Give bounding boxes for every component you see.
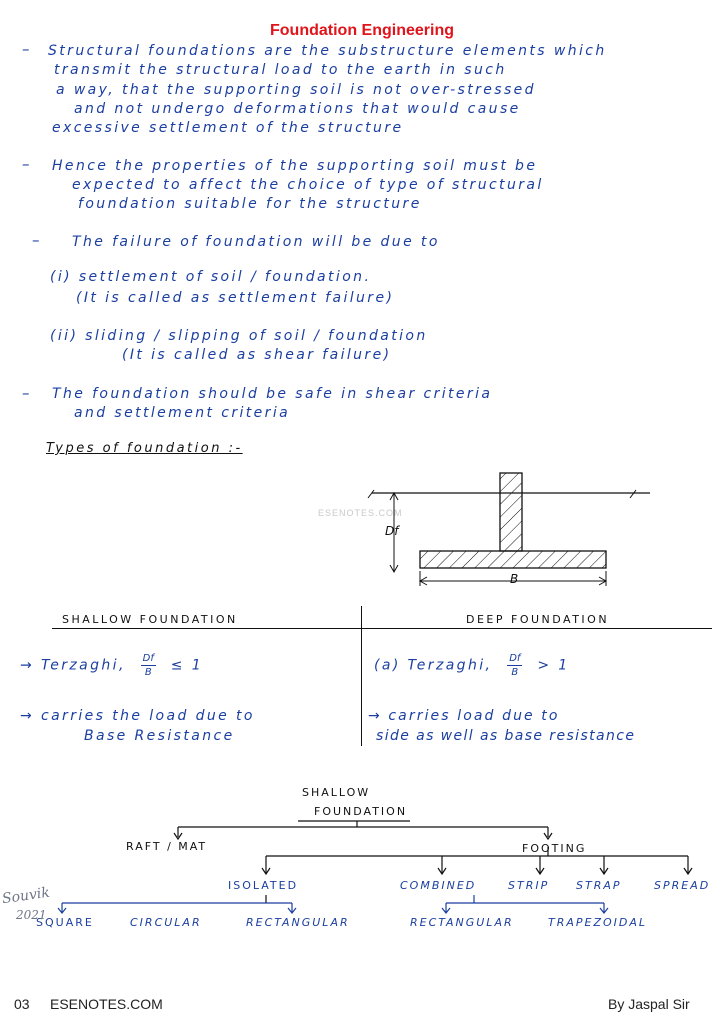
deep-carries-2: side as well as base resistance xyxy=(376,728,636,744)
ratio-denominator: B xyxy=(511,667,519,678)
watermark: ESENOTES.COM xyxy=(318,508,403,518)
types-heading: Types of foundation :- xyxy=(46,441,243,456)
point-1-line-2: transmit the structural load to the eart… xyxy=(54,62,507,78)
column xyxy=(499,472,523,552)
table-center-line xyxy=(361,606,362,746)
failure-2-note: (It is called as shear failure) xyxy=(122,347,392,363)
tree-strip: STRIP xyxy=(508,879,550,892)
shallow-carries-2: Base Resistance xyxy=(84,728,235,744)
point-2-line-1: Hence the properties of the supporting s… xyxy=(52,158,538,174)
table-divider xyxy=(52,628,712,629)
point-1-line-4: and not undergo deformations that would … xyxy=(74,101,521,117)
ratio-numerator: Df xyxy=(140,653,156,666)
depth-label: Df xyxy=(385,524,399,538)
tree-trapezoidal: TRAPEZOIDAL xyxy=(548,916,648,929)
safe-line-1: The foundation should be safe in shear c… xyxy=(52,386,493,402)
deep-carries-1: → carries load due to xyxy=(368,708,560,724)
tree-root-1: SHALLOW xyxy=(302,786,371,799)
footing-diagram xyxy=(367,472,650,586)
shallow-carries-1: → carries the load due to xyxy=(20,708,255,724)
tree-isolated: ISOLATED xyxy=(228,879,299,892)
deep-terzaghi-label: (a) Terzaghi, xyxy=(374,657,493,674)
point-3-line-1: The failure of foundation will be due to xyxy=(72,234,440,250)
page-title: Foundation Engineering xyxy=(270,22,454,39)
point-2-line-3: foundation suitable for the structure xyxy=(78,196,422,212)
signature-year: 2021 xyxy=(16,908,47,922)
tree-raft-mat: RAFT / MAT xyxy=(126,840,208,853)
point-2-line-2: expected to affect the choice of type of… xyxy=(72,177,544,193)
tree-combined: COMBINED xyxy=(400,879,477,892)
tree-rectangular: RECTANGULAR xyxy=(246,916,350,929)
point-1-line-1: Structural foundations are the substruct… xyxy=(48,43,607,59)
footer-author: By Jaspal Sir xyxy=(608,996,690,1012)
shallow-terzaghi-label: → Terzaghi, xyxy=(20,657,126,674)
tree-circular: CIRCULAR xyxy=(130,916,202,929)
bullet-dash: – xyxy=(32,231,40,249)
footer-site: ESENOTES.COM xyxy=(50,996,163,1012)
failure-2-label: (ii) sliding / slipping of soil / founda… xyxy=(50,328,428,344)
bullet-dash: – xyxy=(22,155,30,173)
deep-heading: DEEP FOUNDATION xyxy=(466,613,610,626)
shallow-heading: SHALLOW FOUNDATION xyxy=(62,613,238,626)
ratio-numerator: Df xyxy=(507,653,523,666)
bullet-dash: – xyxy=(22,384,30,402)
tree-root-2: FOUNDATION xyxy=(314,805,408,818)
safe-line-2: and settlement criteria xyxy=(74,405,291,421)
page-number: 03 xyxy=(14,996,30,1012)
point-1-line-5: excessive settlement of the structure xyxy=(52,120,404,136)
shallow-condition: ≤ 1 xyxy=(170,657,204,674)
ratio-denominator: B xyxy=(144,667,152,678)
tree-strap: STRAP xyxy=(576,879,622,892)
bullet-dash: – xyxy=(22,40,30,58)
point-1-line-3: a way, that the supporting soil is not o… xyxy=(56,82,536,98)
deep-condition: > 1 xyxy=(537,657,570,674)
tree-rectangular-2: RECTANGULAR xyxy=(410,916,514,929)
tree-square: SQUARE xyxy=(36,916,94,929)
width-label: B xyxy=(510,572,519,586)
tree-connectors xyxy=(57,820,693,914)
footing-base xyxy=(419,550,607,569)
tree-footing: FOOTING xyxy=(522,842,587,855)
failure-1-label: (i) settlement of soil / foundation. xyxy=(50,269,372,285)
tree-spread: SPREAD xyxy=(654,879,711,892)
failure-1-note: (It is called as settlement failure) xyxy=(76,290,395,306)
